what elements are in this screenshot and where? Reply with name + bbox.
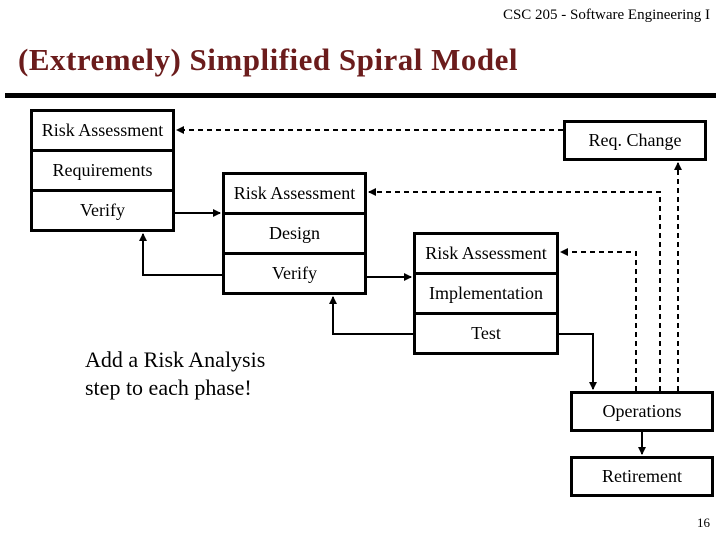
row-risk-assessment-1: Risk Assessment bbox=[30, 109, 175, 152]
connector-test-to-operations bbox=[558, 333, 597, 390]
row-verify-2: Verify bbox=[222, 252, 367, 295]
title-rule bbox=[5, 93, 716, 98]
row-implementation: Implementation bbox=[413, 272, 559, 315]
note-text: Add a Risk Analysis step to each phase! bbox=[85, 346, 265, 402]
row-risk-assessment-2: Risk Assessment bbox=[222, 172, 367, 215]
row-requirements: Requirements bbox=[30, 149, 175, 192]
note-line-2: step to each phase! bbox=[85, 375, 252, 400]
connector-design-feedback-to-requirements bbox=[139, 233, 222, 276]
phase-implementation-box: Risk Assessment Implementation Test bbox=[413, 232, 559, 355]
phase-design-box: Risk Assessment Design Verify bbox=[222, 172, 367, 295]
req-change-box: Req. Change bbox=[563, 120, 707, 161]
phase-requirements-box: Risk Assessment Requirements Verify bbox=[30, 109, 175, 232]
row-verify-1: Verify bbox=[30, 189, 175, 232]
page-title: (Extremely) Simplified Spiral Model bbox=[18, 42, 518, 77]
row-risk-assessment-3: Risk Assessment bbox=[413, 232, 559, 275]
connector-implementation-feedback-to-design bbox=[329, 296, 413, 335]
retirement-box: Retirement bbox=[570, 456, 714, 497]
page-number: 16 bbox=[697, 515, 710, 530]
row-test: Test bbox=[413, 312, 559, 355]
note-line-1: Add a Risk Analysis bbox=[85, 347, 266, 372]
course-header: CSC 205 - Software Engineering I bbox=[502, 7, 710, 23]
dashed-operations-to-risk3 bbox=[560, 248, 637, 391]
row-design: Design bbox=[222, 212, 367, 255]
operations-box: Operations bbox=[570, 391, 714, 432]
